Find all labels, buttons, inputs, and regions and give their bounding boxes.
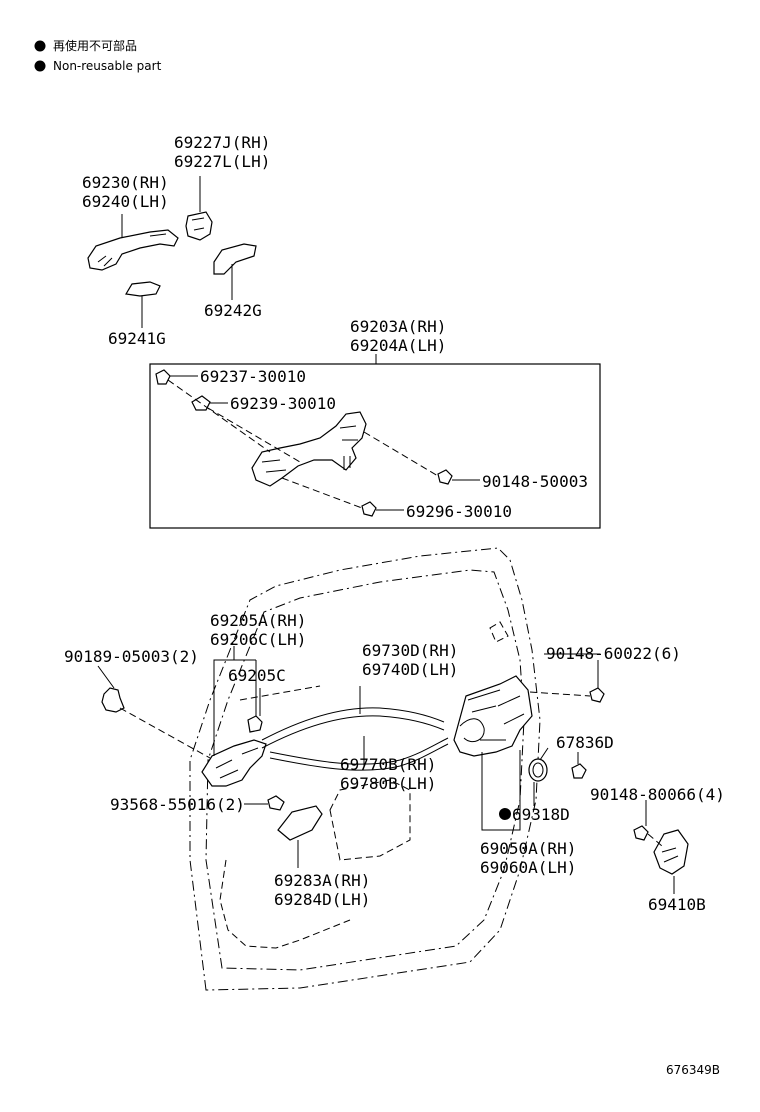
label-90148-50003: 90148-50003 — [482, 472, 588, 491]
label-69240: 69240(LH) — [82, 192, 169, 211]
label-69770B: 69770B(RH) — [340, 755, 436, 774]
label-69730D: 69730D(RH) — [362, 641, 458, 660]
non-reusable-marker-icon — [499, 808, 511, 820]
screw-shape — [633, 825, 649, 841]
label-69205C: 69205C — [228, 666, 286, 685]
label-69237-30010: 69237-30010 — [200, 367, 306, 386]
door-lock-shape — [453, 675, 533, 757]
label-69204A: 69204A(LH) — [350, 336, 446, 355]
label-90148-60022: 90148-60022(6) — [546, 644, 681, 663]
diagram-reference: 676349B — [666, 1063, 720, 1077]
handle-pad-shape — [213, 243, 257, 275]
label-69284D: 69284D(LH) — [274, 890, 370, 909]
label-69242G: 69242G — [204, 301, 262, 320]
label-69239-30010: 69239-30010 — [230, 394, 336, 413]
legend-jp: 再使用不可部品 — [53, 38, 137, 53]
door-outline — [189, 547, 541, 991]
label-90148-80066: 90148-80066(4) — [590, 785, 725, 804]
label-69318D: 69318D — [512, 805, 570, 824]
label-69050A: 69050A(RH) — [480, 839, 576, 858]
non-reusable-marker-icon — [34, 40, 46, 52]
screw-shape — [437, 469, 453, 485]
label-69203A: 69203A(RH) — [350, 317, 446, 336]
label-69740D: 69740D(LH) — [362, 660, 458, 679]
screw-shape — [267, 795, 285, 811]
label-93568-55016: 93568-55016(2) — [110, 795, 245, 814]
clip-shape — [101, 687, 125, 713]
label-67836D: 67836D — [556, 733, 614, 752]
label-69230: 69230(RH) — [82, 173, 169, 192]
clip-shape — [247, 715, 263, 733]
label-69241G: 69241G — [108, 329, 166, 348]
legend-en: Non-reusable part — [53, 59, 162, 73]
handle-frame-group — [155, 369, 480, 517]
screw-shape — [589, 687, 605, 703]
outside-handle-group — [87, 176, 257, 328]
clip-shape — [155, 369, 171, 385]
label-90189-05003: 90189-05003(2) — [64, 647, 199, 666]
label-69227L: 69227L(LH) — [174, 152, 270, 171]
door-lock-group — [453, 653, 689, 894]
non-reusable-marker-icon — [34, 60, 46, 72]
inside-handle-group — [97, 646, 449, 868]
handle-pad-shape — [125, 281, 161, 297]
screw-shape — [361, 501, 377, 517]
handle-cap-shape — [185, 211, 213, 241]
washer-shape — [571, 763, 587, 779]
handle-cover-shape — [277, 805, 323, 841]
label-69780B: 69780B(LH) — [340, 774, 436, 793]
frame-assembly-box — [149, 363, 601, 529]
striker-shape — [653, 829, 689, 875]
label-69227J: 69227J(RH) — [174, 133, 270, 152]
label-69283A: 69283A(RH) — [274, 871, 370, 890]
label-69206C: 69206C(LH) — [210, 630, 306, 649]
outside-handle-shape — [87, 229, 179, 271]
handle-frame-shape — [251, 411, 367, 487]
label-69296-30010: 69296-30010 — [406, 502, 512, 521]
grommet-shape — [528, 758, 548, 782]
label-69060A: 69060A(LH) — [480, 858, 576, 877]
inside-handle-shape — [201, 739, 267, 787]
label-69410B: 69410B — [648, 895, 706, 914]
label-69205A: 69205A(RH) — [210, 611, 306, 630]
